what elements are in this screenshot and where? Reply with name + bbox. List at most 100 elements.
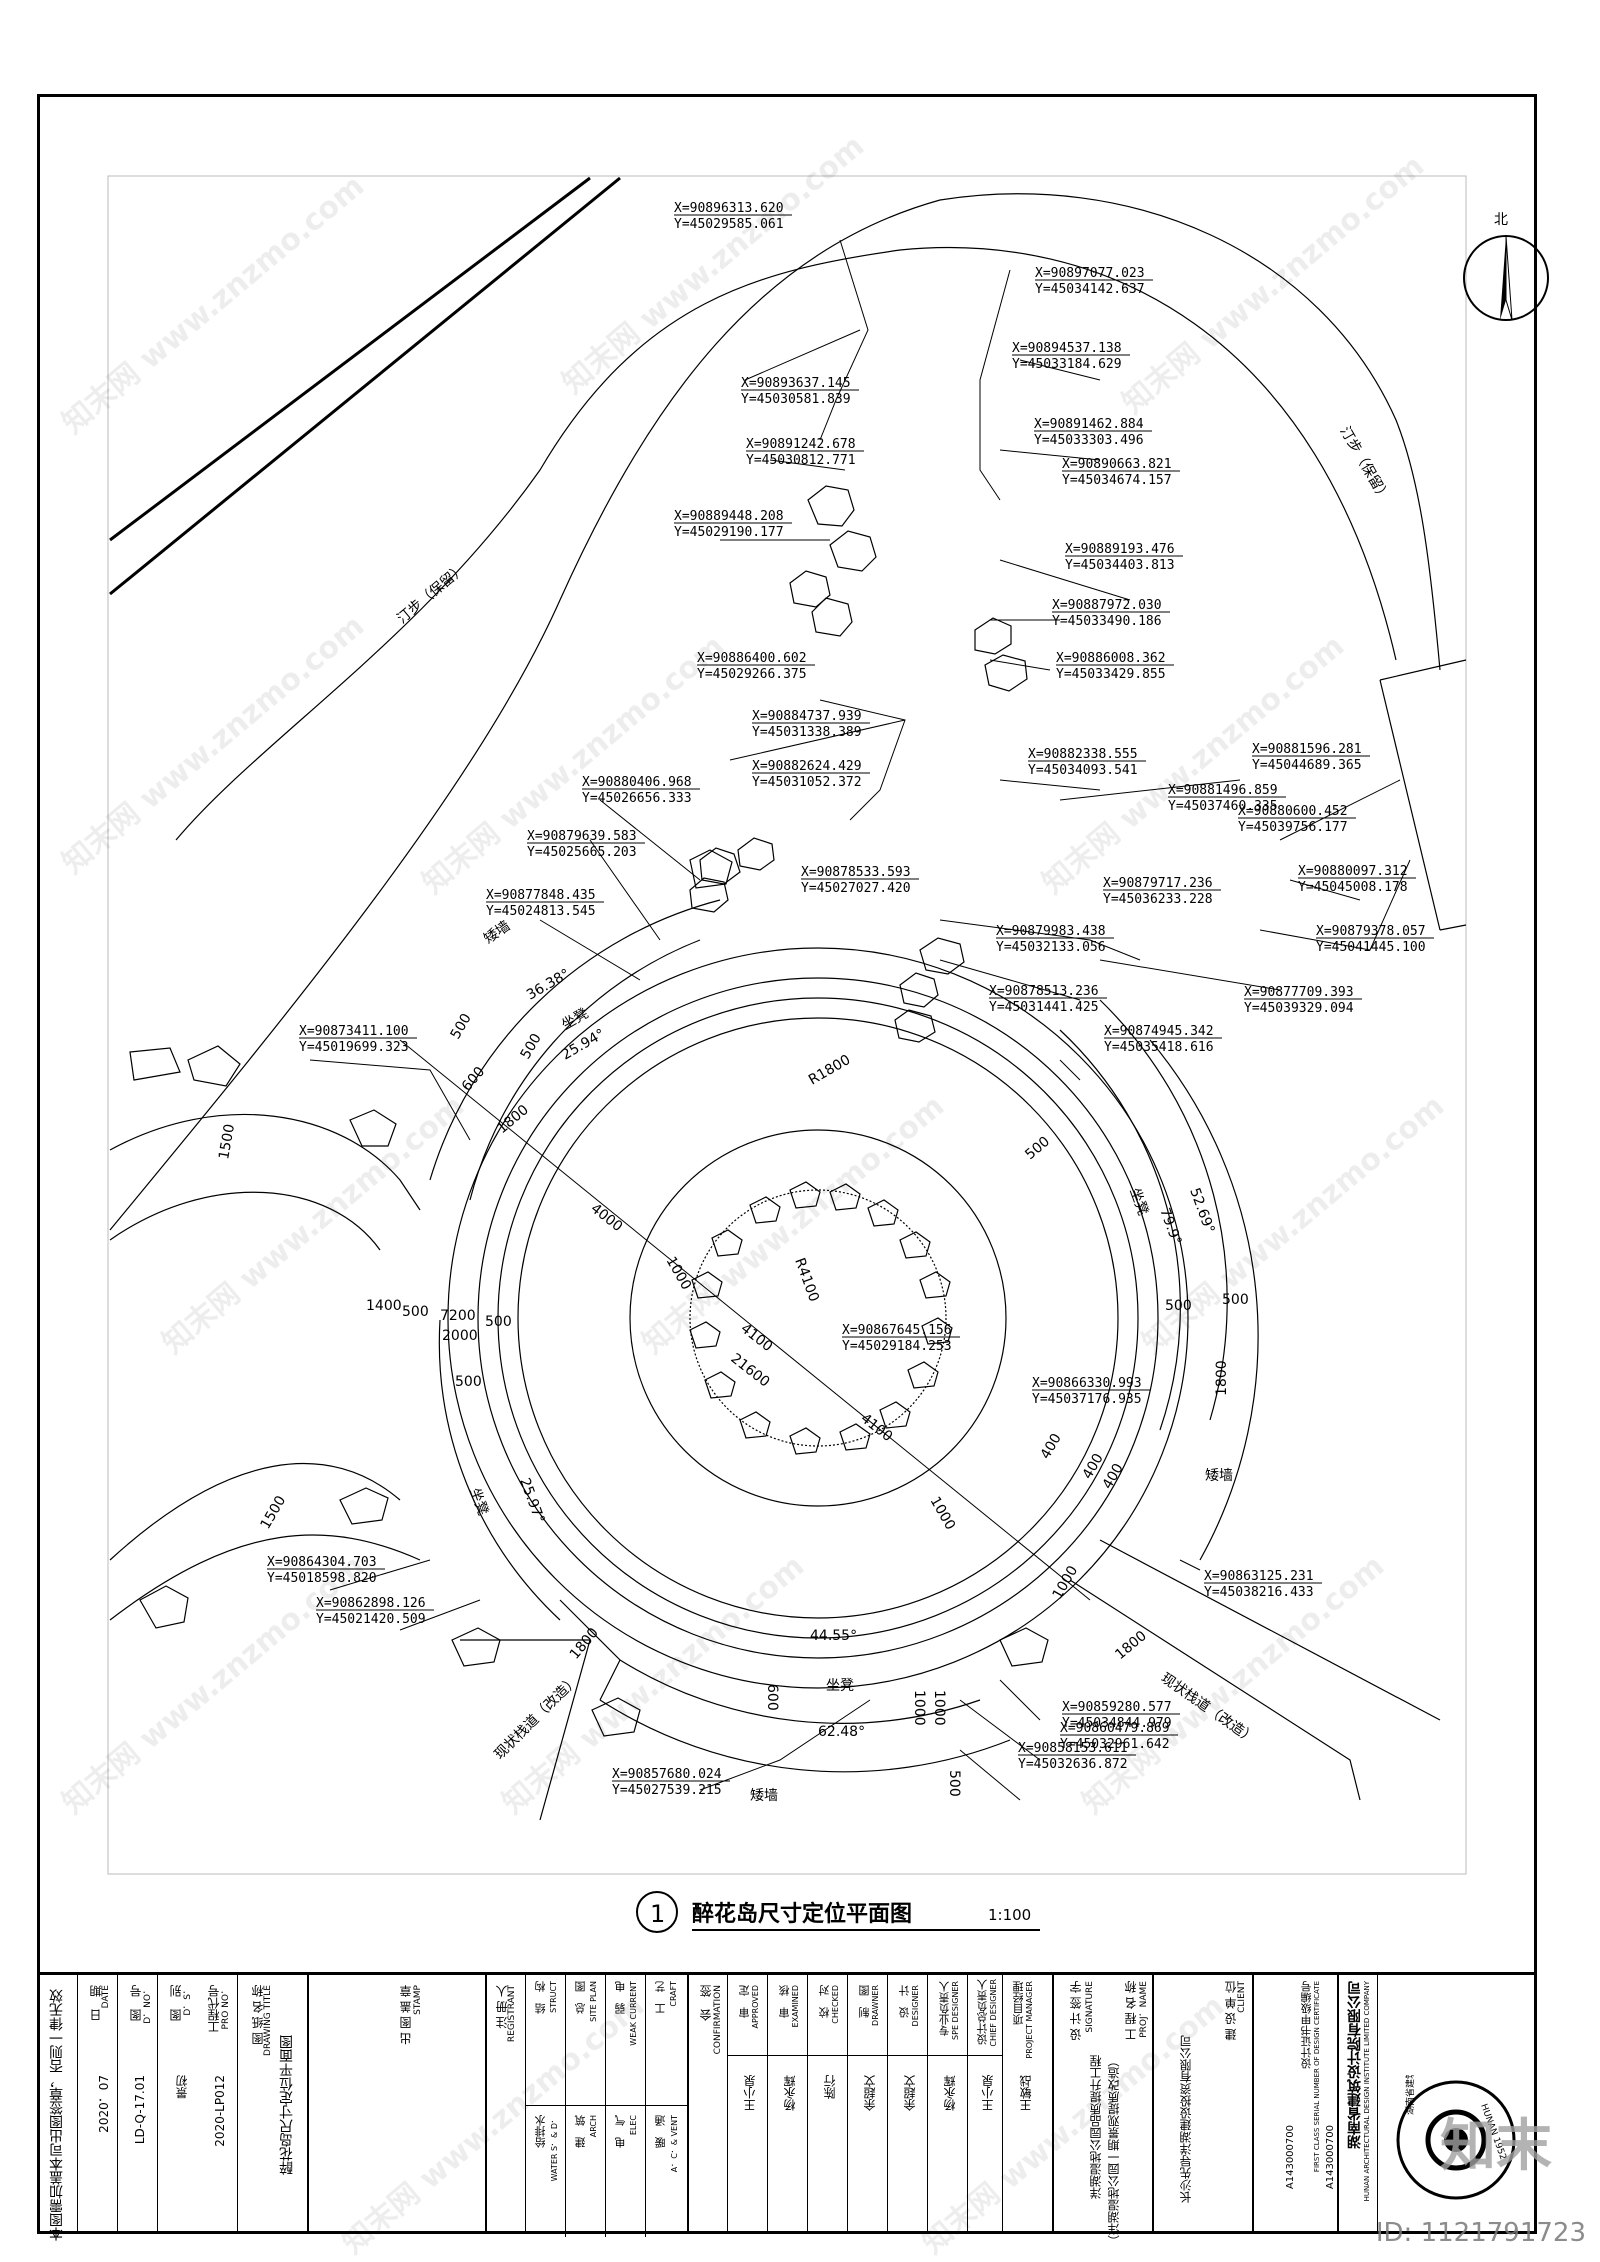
project-name-1: 洋湖湿地公园品质提升工程 [1089,2055,1103,2199]
boulders [129,485,1049,1737]
coordinate-y: Y=45033429.855 [1056,667,1166,682]
r4100-label: R4100 [791,1256,822,1304]
coordinate-y: Y=45029585.061 [674,217,784,232]
dim-7200: 1800 [1214,1360,1230,1396]
path-label-top: 汀步（保留） [1337,424,1393,505]
coordinate-y: Y=45029190.177 [674,525,784,540]
path-label-left: 汀步（保留） [394,561,469,627]
coordinate-y: Y=45026656.333 [582,791,692,806]
dim-4000: 4000 [588,1201,626,1236]
coordinate-y: Y=45039329.094 [1244,1001,1354,1016]
coordinate-x: X=90880406.968 [582,775,692,790]
low-wall-label-bottom: 矮墙 [750,1788,778,1804]
dim-2000b: 600 [764,1684,780,1711]
coordinate-x: X=90891462.884 [1034,417,1144,432]
dim-1000d: 1000 [931,1690,947,1726]
coordinate-y: Y=45029266.375 [697,667,807,682]
drawing-frame [37,94,1537,2234]
dim-4100b: 4100 [858,1411,896,1446]
coordinate-x: X=90893637.145 [741,376,851,391]
coordinate-y: Y=45027539.215 [612,1783,722,1798]
angle-36: 36.38° [524,966,573,1003]
coordinate-x: X=90860479.869 [1060,1721,1170,1736]
dim-1000e: 1000 [911,1690,927,1726]
drawing-number: 1 [650,1900,665,1928]
client-value: 长沙先导洋湖建设投资有限公司 [1179,2035,1193,2203]
project-code-value: 2020-LP012 [213,2075,227,2147]
coordinate-x: X=90858153.611 [1018,1741,1128,1756]
drawing-title-text: 醉花岛尺寸定位平面图 [692,1901,912,1927]
chief-value: 王小泉 [981,2075,995,2111]
coordinate-x: X=90880097.312 [1298,864,1408,879]
coordinate-y: Y=45035418.616 [1104,1040,1214,1055]
dim-1400: 1400 [366,1298,402,1314]
dim-500e: 500 [455,1374,482,1390]
coordinate-y: Y=45018598.820 [267,1571,377,1586]
dim-4100a: 4100 [738,1321,776,1356]
dim-600b: 2000 [442,1328,478,1344]
stamp-label: 出 图 盖 章 [399,1985,413,2045]
coordinate-y: Y=45036233.228 [1103,892,1213,907]
coordinate-y: Y=45031052.372 [752,775,862,790]
angle-62: 62.48° [818,1724,865,1740]
coordinate-x: X=90882624.429 [752,759,862,774]
coordinate-y: Y=45032133.056 [996,940,1106,955]
coordinate-x: X=90859280.577 [1062,1700,1172,1715]
path-labels: 汀步（保留） 汀步（保留） 现状栈道（改造） 现状栈道（改造） [394,424,1392,1763]
coordinate-y: Y=45034142.637 [1035,282,1145,297]
coordinate-x: X=90879717.236 [1103,876,1213,891]
coordinate-x: X=90862898.126 [316,1596,426,1611]
drawing-title-value: 醉花岛尺寸定位平面图 [279,2035,295,2175]
coordinate-y: Y=45027027.420 [801,881,911,896]
coordinate-x: X=90880600.452 [1238,804,1348,819]
dim-500g: 500 [1222,1292,1249,1308]
top-left-paths [109,176,1467,1231]
leader-lines [309,239,1411,1801]
dim-1800c: 600 [459,1064,488,1095]
coordinate-y: Y=45034403.813 [1065,558,1175,573]
company-name: 湖南省建筑设计院有限公司 [1347,1981,1363,2149]
coordinate-x: X=90886008.362 [1056,651,1166,666]
coordinate-y: Y=45031441.425 [989,1000,1099,1015]
dim-500d: 500 [485,1314,512,1330]
coordinate-x: X=90881496.859 [1168,783,1278,798]
designer-value: 余超文 [903,2075,917,2111]
dim-500f: 500 [1022,1134,1053,1163]
coordinate-y: Y=45019699.323 [299,1040,409,1055]
coordinate-labels: X=90896313.620Y=45029585.061X=90897077.0… [267,201,1434,1798]
coordinate-y: Y=45037176.935 [1032,1392,1142,1407]
coordinate-x: X=90877848.435 [486,888,596,903]
coordinate-x: X=90857680.024 [612,1767,722,1782]
coordinate-y: Y=45032636.872 [1018,1757,1128,1772]
coordinate-x: X=90878513.236 [989,984,1099,999]
dim-500a: 500 [448,1011,475,1042]
spec-value: 杨永辉 [943,2075,957,2111]
north-arrow: 北 [1463,212,1549,321]
coordinate-x: X=90890663.821 [1062,457,1172,472]
coordinate-y: Y=45039756.177 [1238,820,1348,835]
signature-label: 设 计 签 字 [1069,1981,1083,2041]
dim-400c: 400 [1100,1461,1127,1492]
boardwalk-label-right: 现状栈道（改造） [1158,1670,1259,1747]
